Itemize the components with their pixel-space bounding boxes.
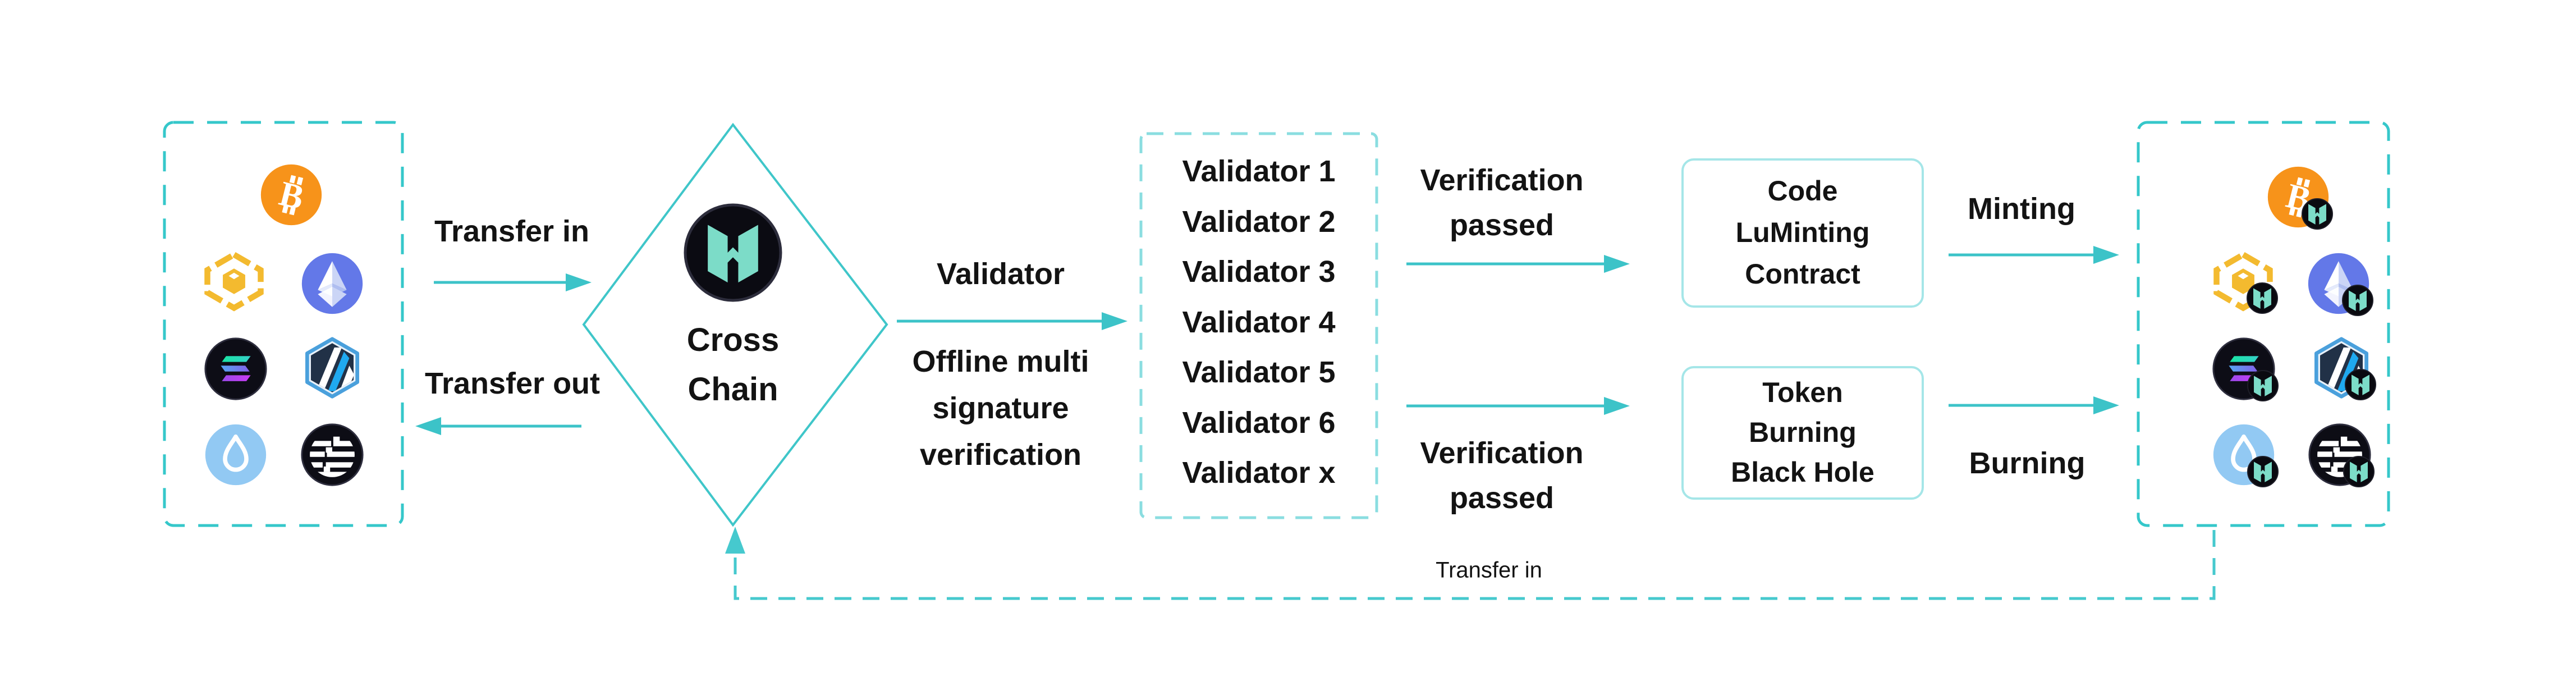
cross-chain-diamond	[582, 122, 888, 527]
validator-label: Validator	[936, 257, 1065, 291]
arbitrum-minted-icon	[2309, 336, 2373, 400]
aptos-icon	[300, 423, 364, 487]
verification-passed-top-label: Verification passed	[1420, 158, 1583, 248]
bridge-logo-icon	[684, 203, 782, 302]
solana-icon	[204, 337, 268, 401]
verification-passed-bottom-arrow	[1406, 397, 1630, 415]
aptos-minted-icon	[2308, 423, 2372, 487]
minting-box-line-3: Contract	[1745, 258, 1860, 290]
solana-minted-icon	[2212, 337, 2276, 401]
minting-contract-text: Code LuMinting Contract	[1736, 170, 1870, 295]
validator-item: Validator 5	[1182, 355, 1336, 389]
m-badge-icon	[2246, 455, 2280, 488]
burning-contract-box	[1681, 366, 1924, 500]
minting-arrow	[1949, 246, 2119, 264]
left-tokens-box	[163, 121, 404, 527]
minting-box-line-1: Code	[1767, 175, 1838, 207]
validators-box	[1139, 132, 1378, 519]
return-transfer-in-label: Transfer in	[1436, 558, 1542, 583]
burning-arrow	[1949, 396, 2119, 414]
verification-passed-top-arrow	[1406, 255, 1630, 273]
bitcoin-icon	[259, 163, 323, 227]
validator-item: Validator 3	[1182, 255, 1336, 289]
sui-icon	[204, 423, 268, 487]
validator-item: Validator 1	[1182, 154, 1336, 188]
return-transfer-path	[725, 527, 2216, 600]
cross-line: Cross	[686, 322, 780, 358]
transfer-out-label: Transfer out	[424, 367, 601, 400]
passed-line: passed	[1449, 481, 1555, 515]
arbitrum-icon	[300, 336, 364, 400]
m-badge-icon	[2341, 284, 2375, 317]
validator-arrow	[897, 312, 1127, 330]
m-badge-icon	[2245, 281, 2279, 315]
ethereum-icon	[300, 252, 364, 316]
ethereum-minted-icon	[2307, 252, 2371, 316]
m-badge-icon	[2342, 455, 2376, 488]
validator-item: Validator 2	[1182, 204, 1336, 239]
minting-label: Minting	[1968, 192, 2075, 226]
minting-box-line-2: LuMinting	[1735, 217, 1870, 248]
m-badge-icon	[2246, 369, 2280, 403]
bitcoin-minted-icon	[2266, 165, 2330, 229]
bnb-chain-icon	[202, 249, 266, 313]
chain-line: Chain	[687, 371, 778, 408]
burning-box-line-2: Burning	[1749, 417, 1857, 448]
transfer-in-arrow	[434, 273, 592, 291]
burning-label: Burning	[1969, 446, 2085, 480]
cross-chain-label: Cross Chain	[687, 316, 779, 414]
m-badge-icon	[2300, 197, 2334, 231]
m-badge-icon	[2344, 368, 2377, 401]
right-tokens-box	[2137, 121, 2390, 527]
validator-list: Validator 1 Validator 2 Validator 3 Vali…	[1141, 147, 1377, 499]
validator-item: Validator 4	[1182, 305, 1336, 339]
sui-minted-icon	[2212, 423, 2276, 487]
burning-box-line-1: Token	[1762, 377, 1843, 408]
offline-multisig-label: Offline multi signature verification	[913, 339, 1089, 478]
validator-item: Validator x	[1182, 456, 1336, 490]
verification-line: Verification	[1420, 436, 1584, 470]
verification-passed-bottom-label: Verification passed	[1420, 431, 1583, 520]
passed-line: passed	[1449, 208, 1555, 242]
verification-line: Verification	[1420, 163, 1584, 197]
validator-item: Validator 6	[1182, 405, 1336, 440]
transfer-in-label: Transfer in	[434, 214, 590, 248]
bnb-chain-minted-icon	[2211, 249, 2275, 313]
offline-line-3: verification	[919, 438, 1082, 472]
minting-contract-box	[1681, 158, 1924, 308]
transfer-out-arrow	[415, 417, 581, 435]
offline-line-1: Offline multi	[912, 345, 1089, 378]
burning-box-line-3: Black Hole	[1731, 456, 1874, 488]
burning-contract-text: Token Burning Black Hole	[1731, 373, 1874, 492]
offline-line-2: signature	[932, 391, 1069, 425]
